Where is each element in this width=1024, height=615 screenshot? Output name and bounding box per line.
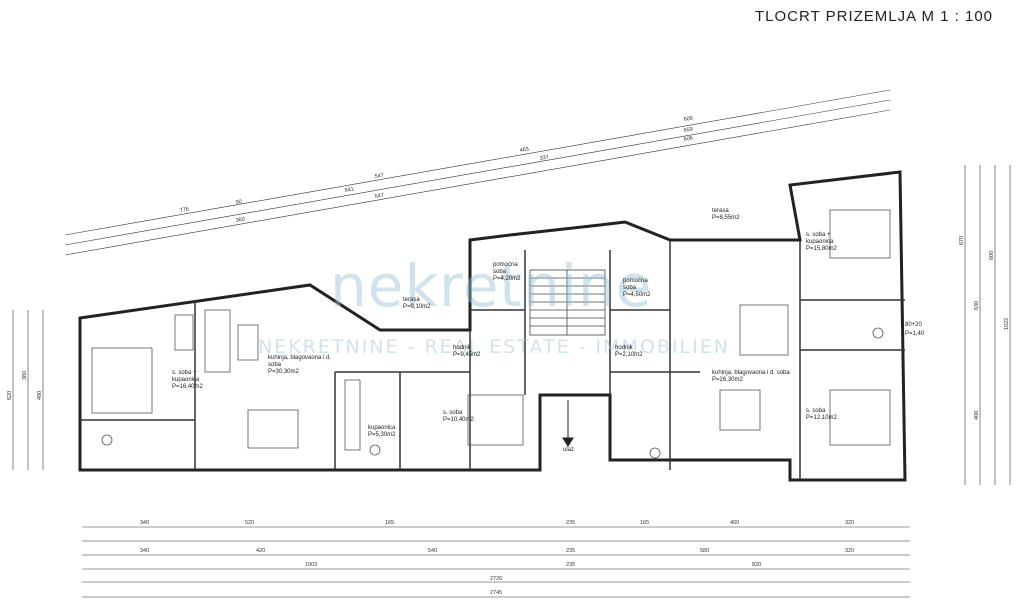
- room-terasa-top: terasa P=8,55m2: [712, 208, 740, 222]
- dim-b2-5: 320: [845, 548, 854, 554]
- room-pom-soba-right: pomoćna soba P=4,50m2: [623, 278, 657, 299]
- entrance-label: ulaz: [563, 447, 575, 453]
- dim-b1-3: 235: [566, 520, 575, 526]
- room-pom-soba-left: pomoćna soba P=4,20m2: [493, 262, 527, 283]
- room-name: kupaonica: [368, 425, 396, 431]
- dim-t3-1: 606: [683, 135, 693, 143]
- room-name: pomoćna soba: [623, 278, 648, 291]
- dim-b1-1: 520: [245, 520, 254, 526]
- room-kupaonica: kupaonica P=5,30m2: [368, 425, 396, 439]
- room-area: P=9,10m2: [403, 304, 431, 310]
- room-name: s. soba: [806, 408, 826, 414]
- room-soba-right-top: s. soba + kupaonica P=15,80m2: [806, 232, 837, 253]
- dim-t3-0: 547: [374, 192, 384, 200]
- dim-b2-3: 235: [566, 548, 575, 554]
- room-kuhinja-left: kuhinja, blagovaona i d. soba P=30,30m2: [268, 355, 343, 376]
- room-area: P=2,10m2: [615, 352, 643, 358]
- dim-b1-4: 165: [640, 520, 649, 526]
- dim-l-0: 620: [7, 391, 13, 400]
- dim-t2-2: 337: [539, 154, 549, 162]
- right-level-label: P=1,40: [905, 331, 925, 337]
- room-soba-mid: s. soba P=10,40m2: [443, 410, 474, 424]
- dimension-text-top: 776 90 547 463 609 360 641 337 659 547 6…: [179, 115, 693, 224]
- room-hodnik-right: hodnik P=2,10m2: [615, 345, 643, 359]
- dim-t2-3: 659: [683, 126, 693, 134]
- dim-r-0: 670: [959, 236, 965, 245]
- room-area: P=8,55m2: [712, 215, 740, 221]
- dim-t1-3: 463: [519, 146, 529, 154]
- room-soba-right-bottom: s. soba P=12,10m2: [806, 408, 837, 422]
- room-area: P=15,80m2: [806, 246, 837, 252]
- room-name: hodnik: [453, 345, 471, 351]
- room-name: s. soba: [443, 410, 463, 416]
- dim-t1-4: 609: [683, 115, 693, 123]
- room-name: terasa: [712, 208, 729, 214]
- dim-t2-1: 641: [344, 186, 354, 194]
- dim-b1-0: 340: [140, 520, 149, 526]
- dimension-lines-top: [64, 89, 891, 256]
- dim-t2-0: 360: [235, 216, 245, 224]
- dim-r-2: 1022: [1004, 318, 1010, 330]
- dim-b3-2: 820: [752, 562, 761, 568]
- dim-b4-0: 2726: [490, 576, 502, 582]
- entrance-arrow: [562, 400, 574, 447]
- room-name: terasa: [403, 297, 420, 303]
- dim-t1-2: 547: [374, 172, 384, 180]
- dim-l-2: 480: [37, 391, 43, 400]
- right-dim-label: 80+20: [905, 322, 922, 328]
- dim-b2-2: 540: [428, 548, 437, 554]
- dimension-text-bottom: 340 520 165 235 165 400 320 340 420 540 …: [140, 520, 854, 596]
- room-name: kuhinja, blagovaona i d. soba: [268, 355, 332, 368]
- room-area: P=30,30m2: [268, 369, 299, 375]
- interior-walls: [80, 240, 905, 480]
- furniture: [91, 209, 891, 459]
- dim-r-1: 600: [989, 251, 995, 260]
- dim-r-4: 400: [974, 411, 980, 420]
- dim-b1-5: 400: [730, 520, 739, 526]
- dim-b2-4: 580: [700, 548, 709, 554]
- room-name: hodnik: [615, 345, 633, 351]
- dimension-text-side: 620 380 480 670 600 1022 630 400: [7, 236, 1010, 420]
- room-area: P=4,50m2: [623, 292, 651, 298]
- room-area: P=16,40m2: [172, 384, 203, 390]
- dim-b1-2: 165: [385, 520, 394, 526]
- room-name: s. soba + kupaonica: [806, 232, 834, 245]
- room-area: P=5,30m2: [368, 432, 396, 438]
- room-name: kuhinja, blagovaona i d. soba: [712, 370, 790, 376]
- dim-b2-1: 420: [256, 548, 265, 554]
- dimension-lines-bottom: [82, 526, 910, 598]
- page-title: TLOCRT PRIZEMLJA M 1 : 100: [755, 8, 994, 25]
- room-area: P=9,45m2: [453, 352, 481, 358]
- dim-b2-0: 340: [140, 548, 149, 554]
- room-area: P=12,10m2: [806, 415, 837, 421]
- room-terasa-left: terasa P=9,10m2: [403, 297, 431, 311]
- staircase: [529, 269, 606, 336]
- room-soba-left: s. soba + kupaonica P=16,40m2: [172, 370, 203, 391]
- room-area: P=4,20m2: [493, 276, 521, 282]
- dim-b1-6: 320: [845, 520, 854, 526]
- room-area: P=10,40m2: [443, 417, 474, 423]
- room-name: s. soba + kupaonica: [172, 370, 200, 383]
- dim-b5-0: 2745: [490, 590, 502, 596]
- room-hodnik-left: hodnik P=9,45m2: [453, 345, 481, 359]
- dim-l-1: 380: [22, 371, 28, 380]
- room-kuhinja-right: kuhinja, blagovaona i d. soba P=26,30m2: [712, 370, 790, 384]
- dimension-lines-side: [12, 165, 1011, 485]
- dim-b3-0: 1003: [305, 562, 317, 568]
- dim-r-3: 630: [974, 301, 980, 310]
- dim-t1-1: 90: [235, 199, 242, 206]
- dim-b3-1: 235: [566, 562, 575, 568]
- dim-t1-0: 776: [179, 206, 189, 214]
- building-outline: [78, 170, 907, 482]
- room-area: P=26,30m2: [712, 377, 743, 383]
- room-name: pomoćna soba: [493, 262, 518, 275]
